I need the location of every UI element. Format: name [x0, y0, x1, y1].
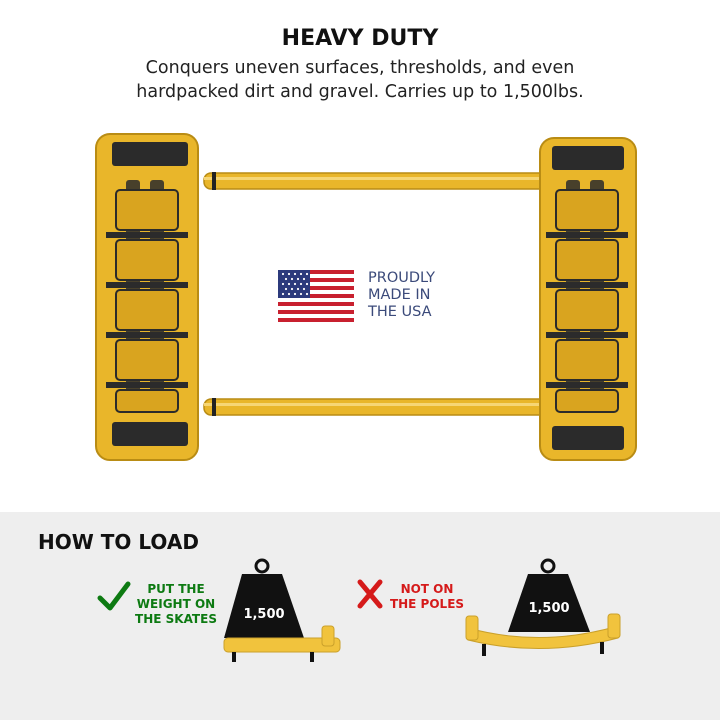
pole-bottom: [203, 398, 557, 416]
good-instruction: PUT THE WEIGHT ON THE SKATES: [128, 582, 224, 627]
subheadline-line-2: hardpacked dirt and gravel. Carries up t…: [136, 82, 584, 102]
skate-right: [539, 137, 637, 461]
how-to-load-panel: HOW TO LOAD PUT THE WEIGHT ON THE SKATES…: [0, 512, 720, 720]
good-line-2: WEIGHT ON: [136, 597, 216, 611]
bad-line-1: NOT ON: [400, 582, 454, 596]
furniture-dolly-image: [95, 133, 637, 461]
made-in-usa-text: PROUDLY MADE IN THE USA: [368, 270, 468, 321]
check-icon: [97, 581, 131, 611]
good-line-3: THE SKATES: [135, 612, 217, 626]
incorrect-load-diagram: 1,500: [465, 558, 621, 656]
badge-line-1: PROUDLY: [368, 270, 436, 286]
bad-weight-label: 1,500: [528, 601, 569, 616]
subheadline-line-1: Conquers uneven surfaces, thresholds, an…: [145, 58, 575, 78]
us-flag-icon: [278, 270, 354, 322]
x-icon: [357, 579, 383, 609]
good-weight-label: 1,500: [243, 607, 284, 622]
pole-top: [203, 172, 557, 190]
bad-line-2: THE POLES: [389, 597, 465, 611]
made-in-usa-badge: PROUDLY MADE IN THE USA: [278, 270, 468, 324]
subheadline: Conquers uneven surfaces, thresholds, an…: [0, 56, 720, 104]
badge-line-2: MADE IN: [368, 287, 431, 303]
skate-left: [95, 133, 199, 461]
good-line-1: PUT THE: [147, 582, 205, 596]
how-to-load-title: HOW TO LOAD: [38, 530, 199, 554]
badge-line-3: THE USA: [368, 304, 432, 320]
bad-instruction: NOT ON THE POLES: [384, 582, 470, 612]
correct-load-diagram: 1,500: [223, 558, 341, 662]
headline: HEAVY DUTY: [281, 26, 439, 51]
